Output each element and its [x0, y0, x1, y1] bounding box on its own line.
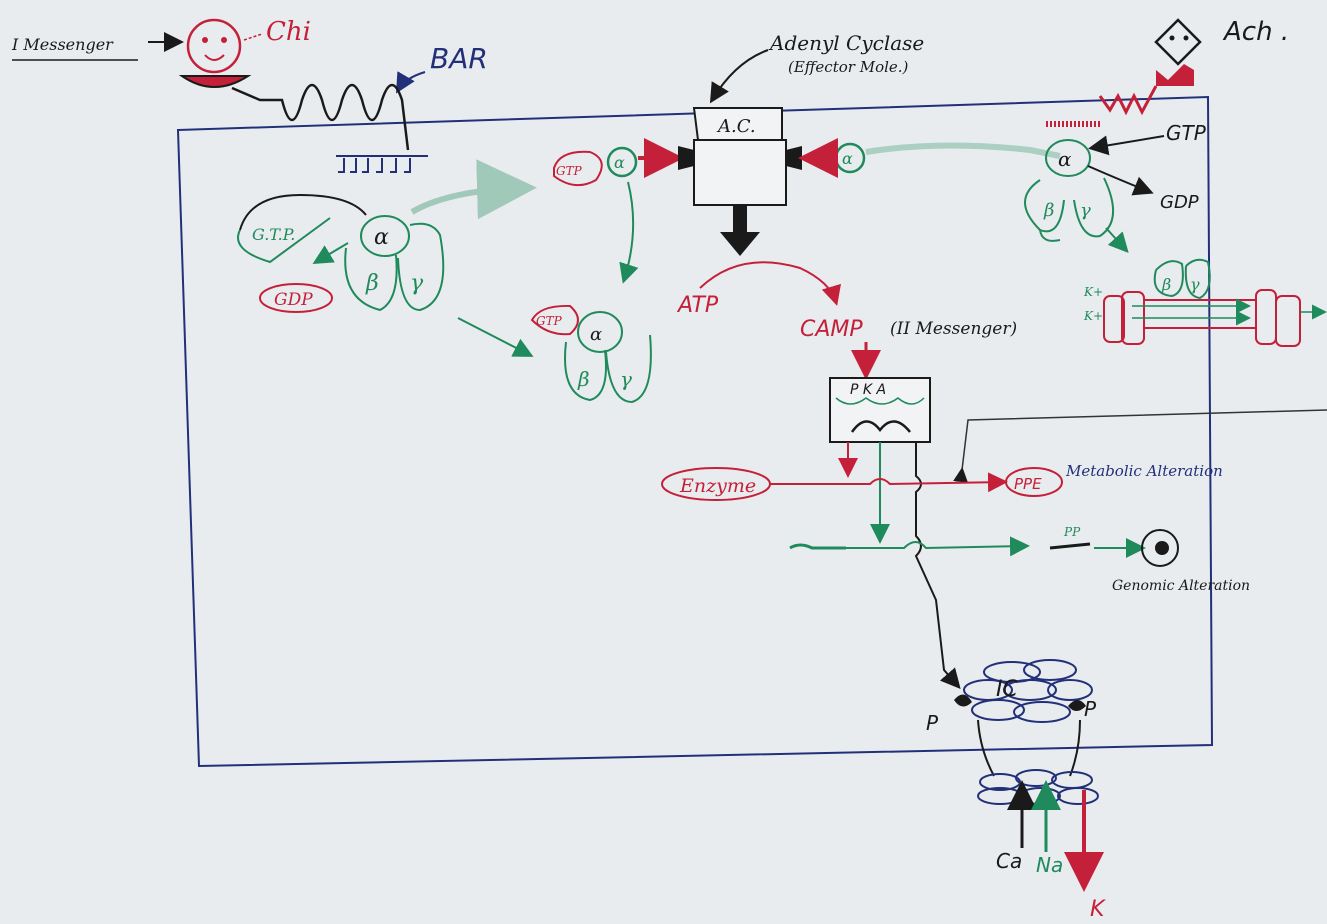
- chi-label: Chi: [266, 17, 311, 47]
- gdp-out-arrow: [1087, 165, 1154, 196]
- mid-gamma-label: γ: [620, 367, 632, 391]
- ic-phosphate-right: [1068, 700, 1086, 711]
- bar-anchor-ticks: [338, 158, 411, 173]
- ac-output-arrow: [720, 205, 760, 256]
- pp-molecule-icon: [1049, 542, 1091, 550]
- bar-arrow: [395, 71, 426, 94]
- muscarinic-receptor-coil: [1098, 85, 1158, 116]
- na-label: Na: [1036, 853, 1063, 877]
- chi-pointer: [243, 33, 263, 41]
- alpha-right-to-ac-line: [865, 142, 1061, 159]
- pka-to-channel-line: [914, 442, 961, 690]
- bar-label: BAR: [430, 42, 488, 75]
- right-gdp-label: GDP: [1160, 192, 1199, 213]
- ach-eye-right: [1183, 35, 1189, 41]
- ic-p-right-label: P: [1084, 697, 1097, 721]
- pp-label: PP: [1063, 525, 1081, 539]
- left-gtp-label: G.T.P.: [252, 225, 295, 244]
- k-channel-beta-gamma: [1153, 258, 1211, 300]
- right-gamma-label: γ: [1080, 200, 1091, 221]
- genomic-alteration-label: Genomic Alteration: [1112, 578, 1250, 594]
- ic-label: IC: [996, 677, 1018, 702]
- alpha-right-label: α: [842, 149, 853, 168]
- camp-label: CAMP: [800, 317, 863, 342]
- alpha-left-label: α: [614, 153, 625, 172]
- alpha-left-return-arrow: [619, 181, 639, 284]
- ppe-bubble: [1005, 467, 1063, 497]
- nucleolus-icon: [1155, 541, 1169, 555]
- kchannel-beta-label: β: [1161, 275, 1171, 294]
- ac-label: A.C.: [716, 116, 756, 137]
- adenyl-cyclase-label: Adenyl Cyclase: [768, 31, 924, 55]
- enzyme-label: Enzyme: [679, 475, 756, 497]
- mid-alpha-label: α: [590, 324, 602, 345]
- enzyme-to-ppe-arrow: [770, 472, 1008, 493]
- k-plus-label-2: K+: [1083, 309, 1103, 323]
- gtp-in-arrow: [1088, 135, 1165, 156]
- effector-mole-label: (Effector Mole.): [788, 58, 909, 76]
- kchannel-gamma-label: γ: [1190, 275, 1200, 294]
- pka-catalytic-shape: [850, 420, 911, 433]
- k-channel-right: [1255, 289, 1301, 347]
- cell-membrane: [176, 95, 1214, 768]
- metabolic-alteration-label: Metabolic Alteration: [1065, 462, 1223, 480]
- k-plus-label-1: K+: [1083, 285, 1103, 299]
- alpha-translocation-arrow: [410, 159, 537, 220]
- right-beta-gamma-arrow: [1105, 227, 1129, 253]
- ach-eye-left: [1169, 35, 1175, 41]
- right-gtp-label: GTP: [1166, 121, 1207, 145]
- left-g-protein: [237, 193, 445, 312]
- receptor-cup-icon: [178, 75, 252, 88]
- ppe-label: PPE: [1014, 475, 1042, 493]
- atp-to-camp-arrow: [699, 261, 841, 306]
- pka-label: P K A: [850, 382, 886, 398]
- right-alpha-label: α: [1058, 147, 1072, 171]
- right-connector-line: [953, 409, 1327, 483]
- ion-channel-bottom: [977, 769, 1099, 805]
- alpha-left-circle: [606, 146, 638, 178]
- mid-gtp-label: GTP: [536, 314, 563, 328]
- alpha-gtp-left-bound: [553, 150, 603, 187]
- left-alpha-label: α: [374, 225, 389, 250]
- pka-subunit-line: [835, 397, 925, 405]
- ach-label: Ach .: [1222, 17, 1289, 47]
- gdp-release-arrow: [312, 242, 349, 265]
- right-beta-label: β: [1043, 200, 1054, 221]
- ca-label: Ca: [996, 849, 1022, 873]
- face-eye-left: [202, 37, 208, 43]
- adenyl-cyclase-pointer: [709, 49, 769, 104]
- gene-icon: [789, 543, 846, 550]
- left-beta-label: β: [365, 271, 379, 296]
- ic-p-left-label: P: [926, 711, 939, 735]
- right-g-protein: [1024, 139, 1115, 242]
- left-gdp-label: GDP: [274, 290, 313, 310]
- ic-phosphate-left: [954, 694, 972, 707]
- k-label: K: [1090, 897, 1106, 922]
- bar-receptor-coil: [231, 83, 410, 151]
- alpha-gtp-left-gtp-label: GTP: [556, 164, 583, 178]
- nucleus-icon: [1141, 529, 1179, 567]
- ac-left-binding-site: [678, 146, 694, 170]
- left-gamma-label: γ: [410, 271, 424, 296]
- beta-gamma-release-arrow: [457, 317, 534, 357]
- mid-beta-label: β: [577, 367, 590, 391]
- left-gdp-bubble: [259, 283, 333, 313]
- atp-label: ATP: [676, 293, 719, 318]
- face-mouth: [204, 54, 225, 61]
- messenger-face-icon: [186, 18, 242, 74]
- reassembled-g-protein: [530, 304, 652, 404]
- face-eye-right: [221, 37, 227, 43]
- ion-channel-top: [963, 659, 1093, 723]
- gene-to-pp-arrow: [846, 536, 1030, 557]
- second-messenger-label: (II Messenger): [890, 319, 1017, 339]
- first-messenger-label: I Messenger: [11, 35, 114, 54]
- ach-receptor-site: [1156, 64, 1194, 86]
- ac-right-binding-site: [786, 146, 802, 170]
- ach-diamond-icon: [1154, 18, 1202, 66]
